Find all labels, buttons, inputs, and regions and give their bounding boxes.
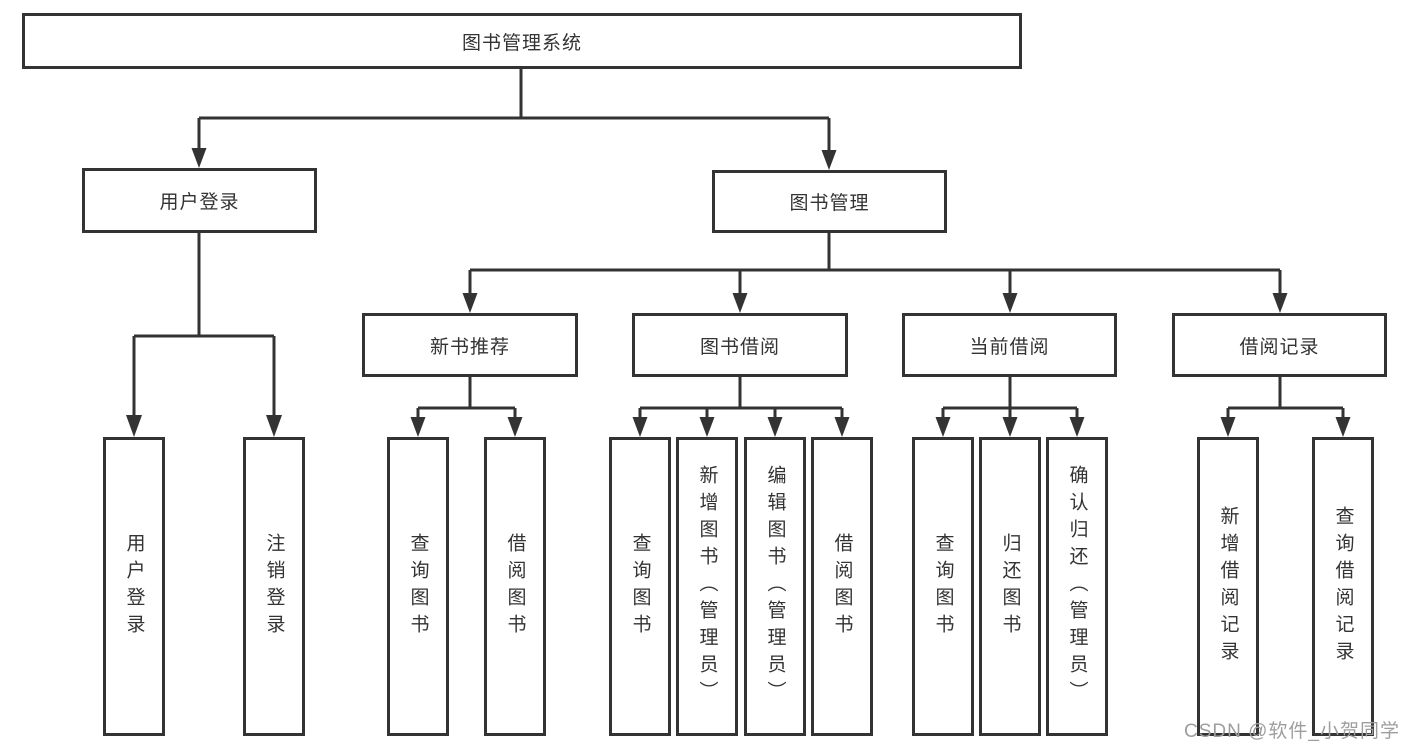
csdn-watermark: CSDN @软件_小贺同学 [1184, 721, 1400, 742]
leaf-query-books-borrowing: 查询图书 [609, 437, 671, 736]
leaf-label: 查询图书 [932, 532, 954, 641]
leaf-label: 借阅图书 [504, 532, 526, 641]
leaf-confirm-return-admin: 确认归还（管理员） [1046, 437, 1108, 736]
leaf-label: 归还图书 [999, 532, 1021, 641]
leaf-label: 新增图书（管理员） [696, 465, 718, 708]
node-label: 图书管理 [789, 193, 870, 214]
node-label: 用户登录 [159, 192, 240, 213]
leaf-borrow-books-recommend: 借阅图书 [484, 437, 546, 736]
leaf-add-book-admin: 新增图书（管理员） [676, 437, 738, 736]
leaf-label: 查询图书 [407, 532, 429, 641]
node-book-management: 图书管理 [712, 170, 947, 233]
leaf-edit-book-admin: 编辑图书（管理员） [744, 437, 806, 736]
leaf-label: 借阅图书 [831, 532, 853, 641]
leaf-query-books-current: 查询图书 [912, 437, 974, 736]
leaf-query-books-recommend: 查询图书 [387, 437, 449, 736]
node-book-borrowing: 图书借阅 [632, 313, 848, 377]
leaf-label: 用户登录 [123, 532, 145, 641]
leaf-label: 编辑图书（管理员） [764, 465, 786, 708]
node-label: 当前借阅 [969, 336, 1050, 358]
node-current-borrowing: 当前借阅 [902, 313, 1117, 377]
node-library-management-system: 图书管理系统 [22, 13, 1022, 69]
leaf-label: 新增借阅记录 [1217, 505, 1239, 668]
connector-paths [132, 69, 1345, 423]
leaf-logout: 注销登录 [243, 437, 305, 736]
leaf-borrow-books-borrowing: 借阅图书 [811, 437, 873, 736]
node-label: 图书管理系统 [461, 32, 582, 54]
node-borrowing-records: 借阅记录 [1172, 313, 1387, 377]
arrowheads [126, 148, 1351, 437]
node-new-book-recommendation: 新书推荐 [362, 313, 578, 377]
leaf-add-borrow-record: 新增借阅记录 [1197, 437, 1259, 736]
leaf-query-borrow-record: 查询借阅记录 [1312, 437, 1374, 736]
leaf-return-book: 归还图书 [979, 437, 1041, 736]
leaf-label: 确认归还（管理员） [1066, 465, 1088, 708]
node-user-login: 用户登录 [82, 168, 317, 233]
node-label: 新书推荐 [429, 336, 510, 358]
leaf-label: 查询借阅记录 [1332, 505, 1354, 668]
leaf-label: 注销登录 [263, 532, 285, 641]
node-label: 图书借阅 [699, 336, 780, 358]
leaf-label: 查询图书 [629, 532, 651, 641]
node-label: 借阅记录 [1239, 336, 1320, 358]
leaf-user-login: 用户登录 [103, 437, 165, 736]
